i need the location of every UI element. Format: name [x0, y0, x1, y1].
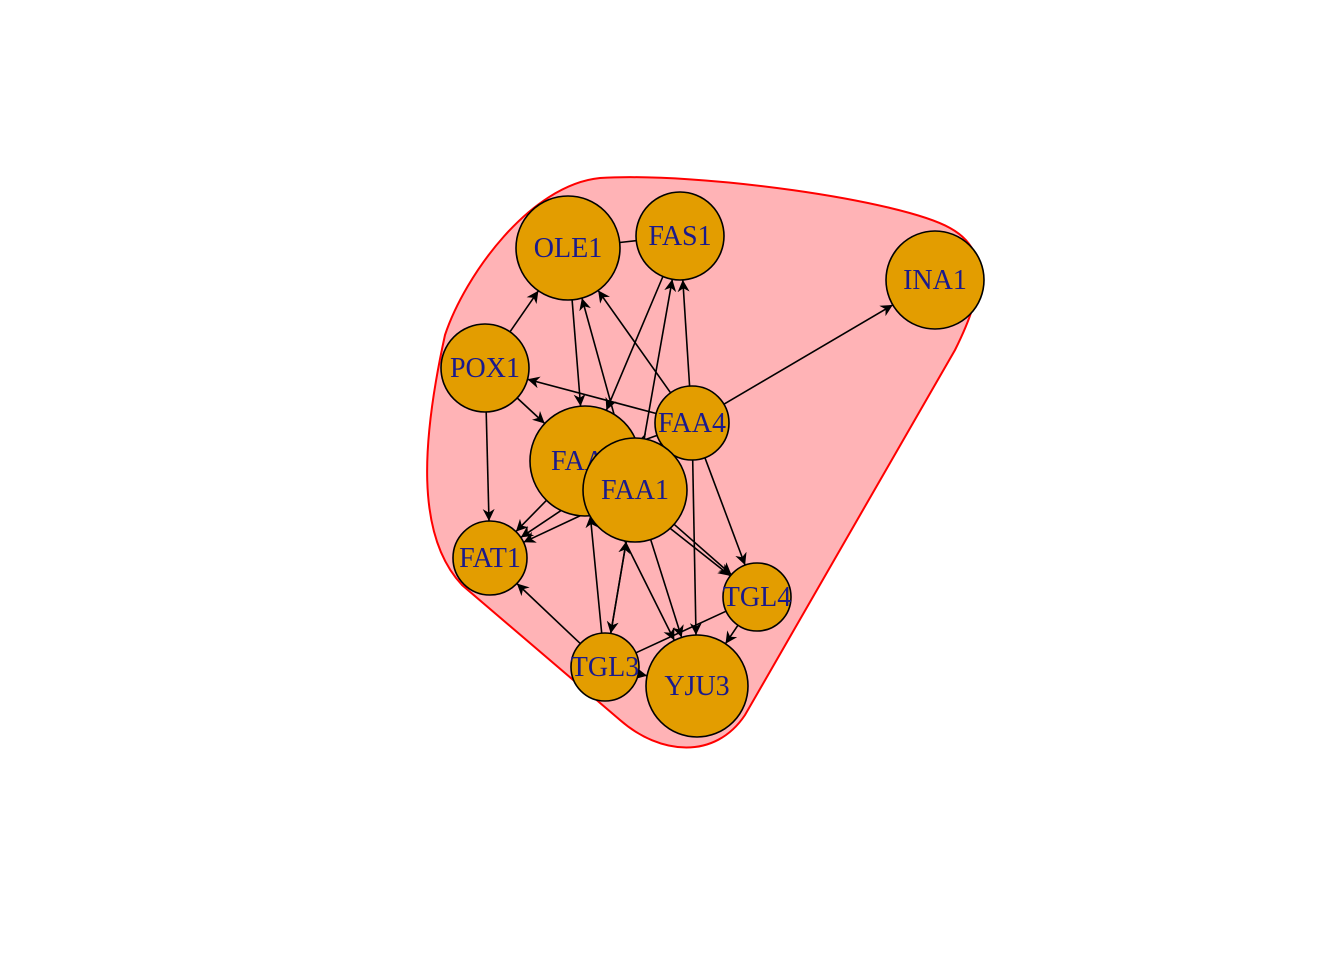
- node-fas1: FAS1: [635, 191, 725, 281]
- node-circle-fat1: [452, 520, 528, 596]
- node-label-tgl4: TGL4: [723, 582, 791, 613]
- node-ina1: INA1: [885, 230, 985, 330]
- node-label-faa1: FAA1: [601, 475, 669, 506]
- edge-ole1-fas1: [619, 239, 637, 244]
- edge-tgl4-yju3: [724, 624, 739, 645]
- edge-pox1-fat1: [482, 411, 495, 522]
- edge-faa1-yju3: [649, 539, 684, 638]
- node-circle-faa4: [654, 385, 730, 461]
- node-tgl4: TGL4: [722, 562, 792, 632]
- edge-faa4-ina1: [723, 304, 894, 405]
- edge-fas1-faa2: [605, 276, 664, 411]
- node-fat1: FAT1: [452, 520, 528, 596]
- node-label-faa4: FAA4: [658, 408, 726, 439]
- node-circle-tgl3: [570, 632, 640, 702]
- community-hull: [426, 176, 980, 749]
- edge-tgl3-yju3: [634, 667, 648, 680]
- node-circle-fas1: [635, 191, 725, 281]
- edge-layer: [482, 239, 894, 680]
- node-pox1: POX1: [440, 323, 530, 413]
- node-label-ina1: INA1: [903, 265, 967, 296]
- node-ole1: OLE1: [515, 195, 621, 301]
- node-yju3: YJU3: [645, 634, 749, 738]
- edge-faa1-tgl4: [673, 523, 732, 576]
- edge-pox1-faa2: [516, 397, 546, 425]
- edge-tgl3-tgl4: [635, 610, 727, 654]
- node-label-fas1: FAS1: [648, 221, 711, 252]
- node-circle-yju3: [645, 634, 749, 738]
- node-circle-pox1: [440, 323, 530, 413]
- node-label-yju3: YJU3: [664, 671, 729, 702]
- edge-faa4-ole1: [597, 289, 672, 394]
- edge-ole1-faa2: [571, 299, 586, 407]
- node-circle-ina1: [885, 230, 985, 330]
- node-label-pox1: POX1: [450, 353, 520, 384]
- node-label-tgl3: TGL3: [571, 652, 639, 683]
- node-label-ole1: OLE1: [534, 233, 602, 264]
- node-faa1: FAA1: [582, 437, 688, 543]
- edge-faa4-pox1: [527, 376, 657, 415]
- node-circle-tgl4: [722, 562, 792, 632]
- edge-faa1-fat1: [523, 511, 589, 544]
- node-tgl3: TGL3: [570, 632, 640, 702]
- edge-tgl3-faa1: [609, 541, 631, 634]
- edge-faa4-tgl4: [704, 457, 747, 566]
- node-circle-ole1: [515, 195, 621, 301]
- node-label-fat1: FAT1: [459, 543, 521, 574]
- node-faa4: FAA4: [654, 385, 730, 461]
- edge-tgl3-faa2: [585, 515, 603, 634]
- edge-pox1-ole1: [509, 290, 540, 333]
- edge-tgl3-fat1: [516, 582, 581, 645]
- edge-faa4-fas1: [677, 279, 691, 387]
- node-circle-faa1: [582, 437, 688, 543]
